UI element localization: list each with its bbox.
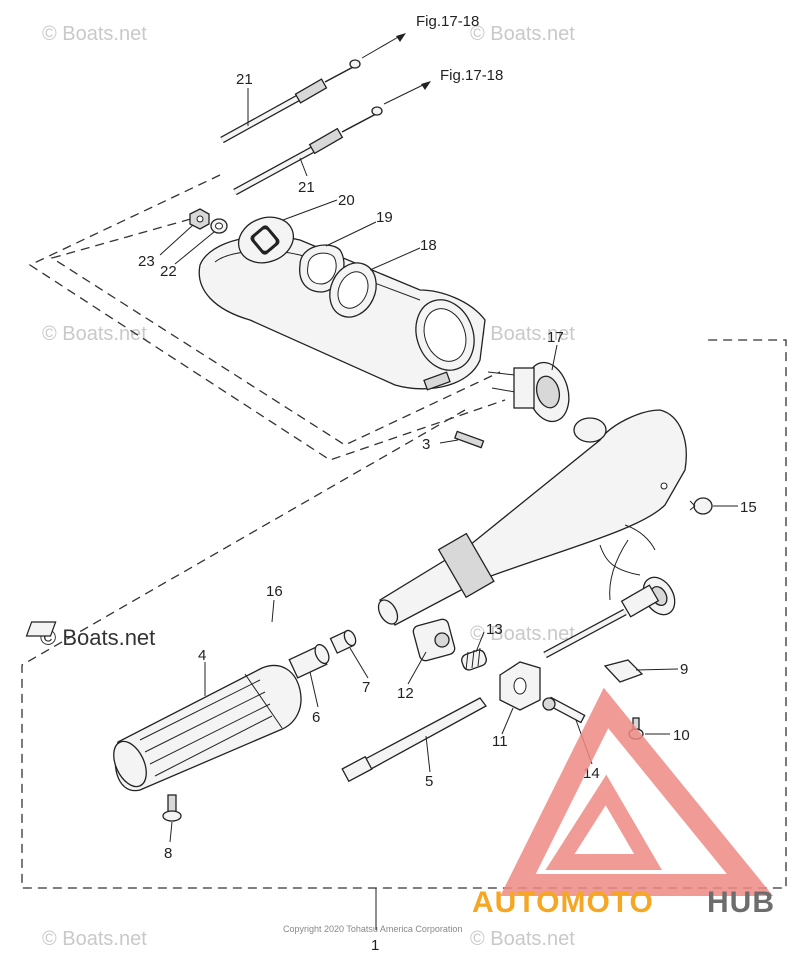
part-label-3: 3	[422, 436, 430, 453]
part-label-13: 13	[486, 621, 503, 638]
watermark-dark: © Boats.net	[40, 625, 155, 650]
washer-22	[210, 218, 228, 234]
friction-holder-11	[499, 661, 541, 711]
grommet-plate-20	[237, 216, 295, 264]
part-label-6: 6	[312, 709, 320, 726]
throttle-grip-4	[113, 664, 302, 792]
copyright-text: Copyright 2020 Tohatsu America Corporati…	[283, 924, 462, 934]
friction-block-12	[412, 618, 456, 662]
watermark-bottom-right: © Boats.net	[470, 928, 575, 950]
part-label-10: 10	[673, 727, 690, 744]
assembly-1-outline	[21, 339, 787, 889]
watermark-bottom-left: © Boats.net	[42, 928, 147, 950]
spring-13	[461, 647, 487, 671]
plate-16	[25, 621, 57, 637]
stud-3	[453, 430, 485, 449]
part-label-5: 5	[425, 773, 433, 790]
stop-switch-assembly	[543, 539, 676, 659]
watermark-lower-right: © Boats.net	[470, 623, 575, 645]
nut-23	[189, 208, 210, 230]
seal-18	[329, 262, 377, 318]
throttle-cable-upper	[220, 59, 361, 144]
bolt-14	[542, 696, 586, 724]
upper-assembly-outline	[28, 174, 506, 461]
part-label-16: 16	[266, 583, 283, 600]
tiller-handle-arm	[377, 409, 687, 626]
part-label-23: 23	[138, 253, 155, 270]
part-label-8: 8	[164, 845, 172, 862]
fig-ref-arrow-2	[383, 81, 431, 105]
fig-ref-label-1: Fig.17-18	[416, 13, 479, 30]
part-label-19: 19	[376, 209, 393, 226]
part-label-9: 9	[680, 661, 688, 678]
watermark-top-right: © Boats.net	[470, 23, 575, 45]
watermark-mid-right: © Boats.net	[470, 323, 575, 345]
fig-ref-arrow-1	[361, 33, 406, 59]
grommet-17	[487, 361, 570, 423]
bushing-6	[288, 643, 330, 679]
plug-15	[689, 497, 713, 515]
fig-ref-label-2: Fig.17-18	[440, 67, 503, 84]
part-label-17: 17	[547, 329, 564, 346]
part-label-21-upper: 21	[236, 71, 253, 88]
part-label-20: 20	[338, 192, 355, 209]
part-label-11: 11	[492, 733, 508, 750]
upper-assembly-inner-outline	[50, 214, 501, 446]
part-label-7: 7	[362, 679, 370, 696]
bushing-7	[329, 629, 357, 654]
shift-cable-lower	[233, 106, 383, 196]
watermark-mid-left: © Boats.net	[42, 323, 147, 345]
throttle-shaft-5	[341, 697, 487, 783]
part-label-15: 15	[740, 499, 757, 516]
brand-text-hub: HUB	[707, 886, 775, 919]
watermark-top-left: © Boats.net	[42, 23, 147, 45]
part-label-1: 1	[371, 937, 379, 954]
part-label-22: 22	[160, 263, 177, 280]
part-label-12: 12	[397, 685, 414, 702]
screw-8	[162, 794, 182, 822]
automotohub-logo	[500, 687, 774, 896]
plate-9	[603, 659, 644, 683]
part-label-4: 4	[198, 647, 206, 664]
part-label-18: 18	[420, 237, 437, 254]
part-label-21-lower: 21	[298, 179, 315, 196]
brand-text-automoto: AUTOMOTO	[472, 886, 654, 919]
